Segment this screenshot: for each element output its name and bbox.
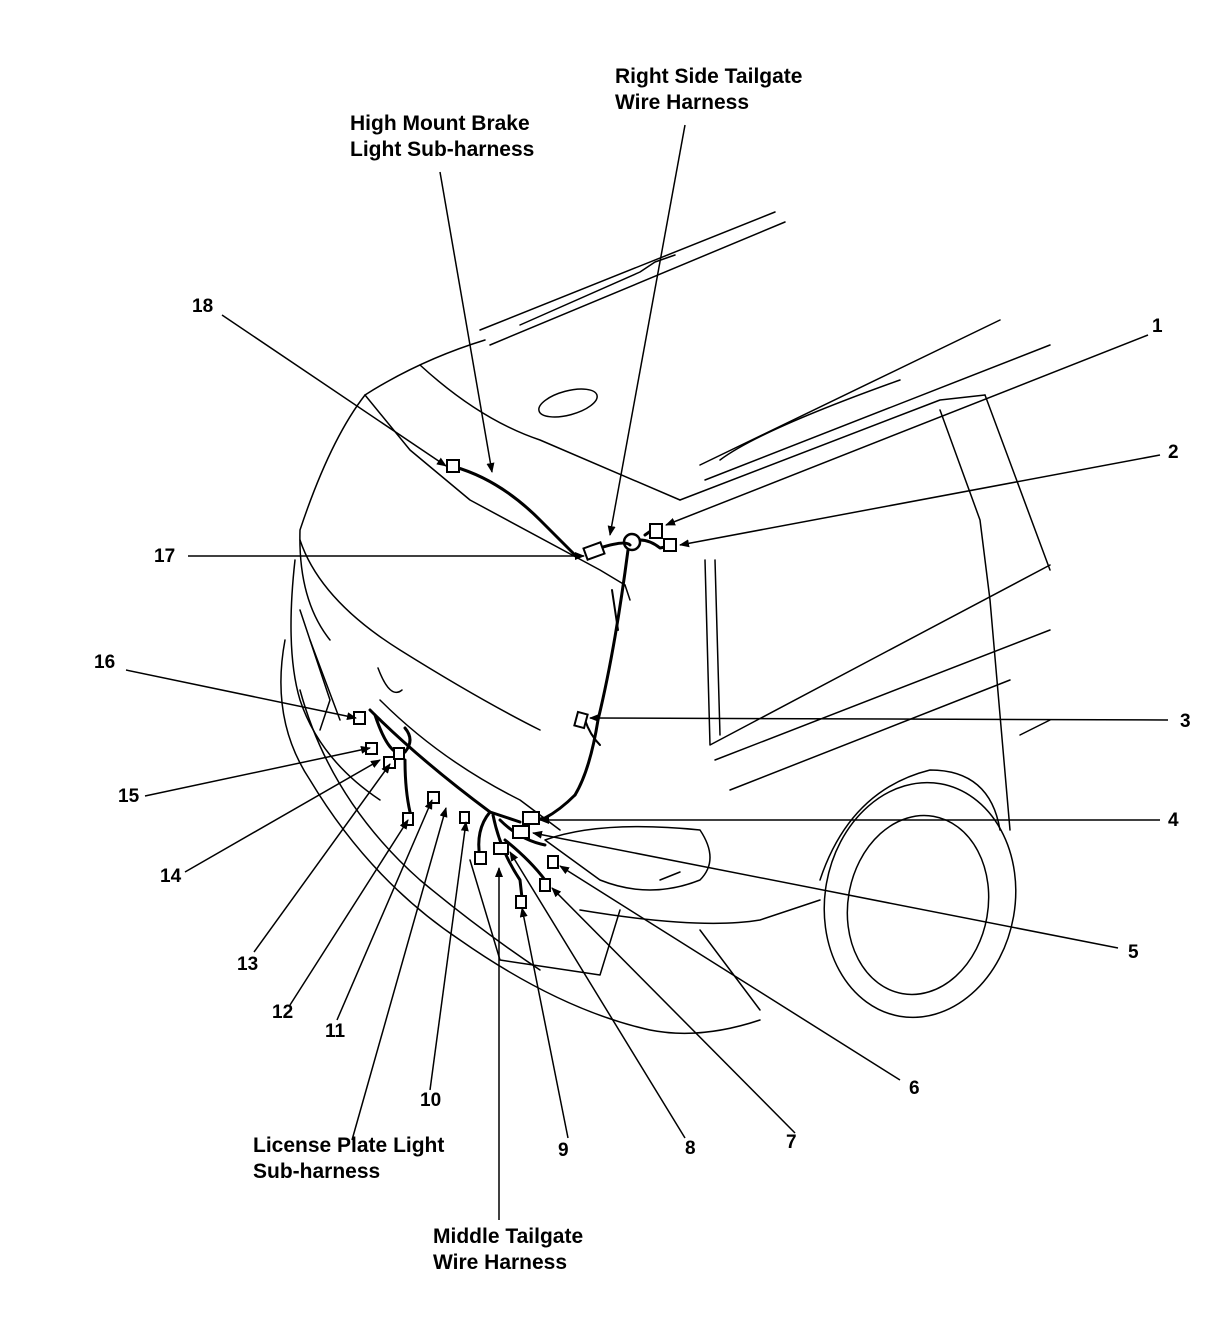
label-license-plate-light-sub-harness: License Plate Light Sub-harness [253,1134,445,1183]
callout-15: 15 [118,786,140,807]
callout-9: 9 [558,1140,569,1161]
leader-lines [125,124,1169,1220]
callout-3: 3 [1180,711,1191,732]
callout-11: 11 [325,1021,346,1042]
callout-5: 5 [1128,942,1139,963]
callout-12: 12 [272,1002,294,1023]
callout-8: 8 [685,1138,696,1159]
connectors [353,459,677,909]
callout-4: 4 [1168,810,1179,831]
callout-2: 2 [1168,442,1179,463]
label-right-side-tailgate-wire-harness: Right Side Tailgate Wire Harness [615,65,803,114]
callout-7: 7 [786,1132,797,1153]
callout-10: 10 [420,1090,442,1111]
label-middle-tailgate-wire-harness: Middle Tailgate Wire Harness [433,1225,584,1274]
callout-16: 16 [94,652,116,673]
callout-18: 18 [192,296,214,317]
callout-13: 13 [237,954,259,975]
callout-1: 1 [1152,316,1163,337]
vehicle-outline [280,211,1051,1035]
label-high-mount-brake-light-sub-harness: High Mount Brake Light Sub-harness [350,112,535,161]
callout-6: 6 [909,1078,920,1099]
callout-17: 17 [154,546,176,567]
callout-14: 14 [160,866,182,887]
